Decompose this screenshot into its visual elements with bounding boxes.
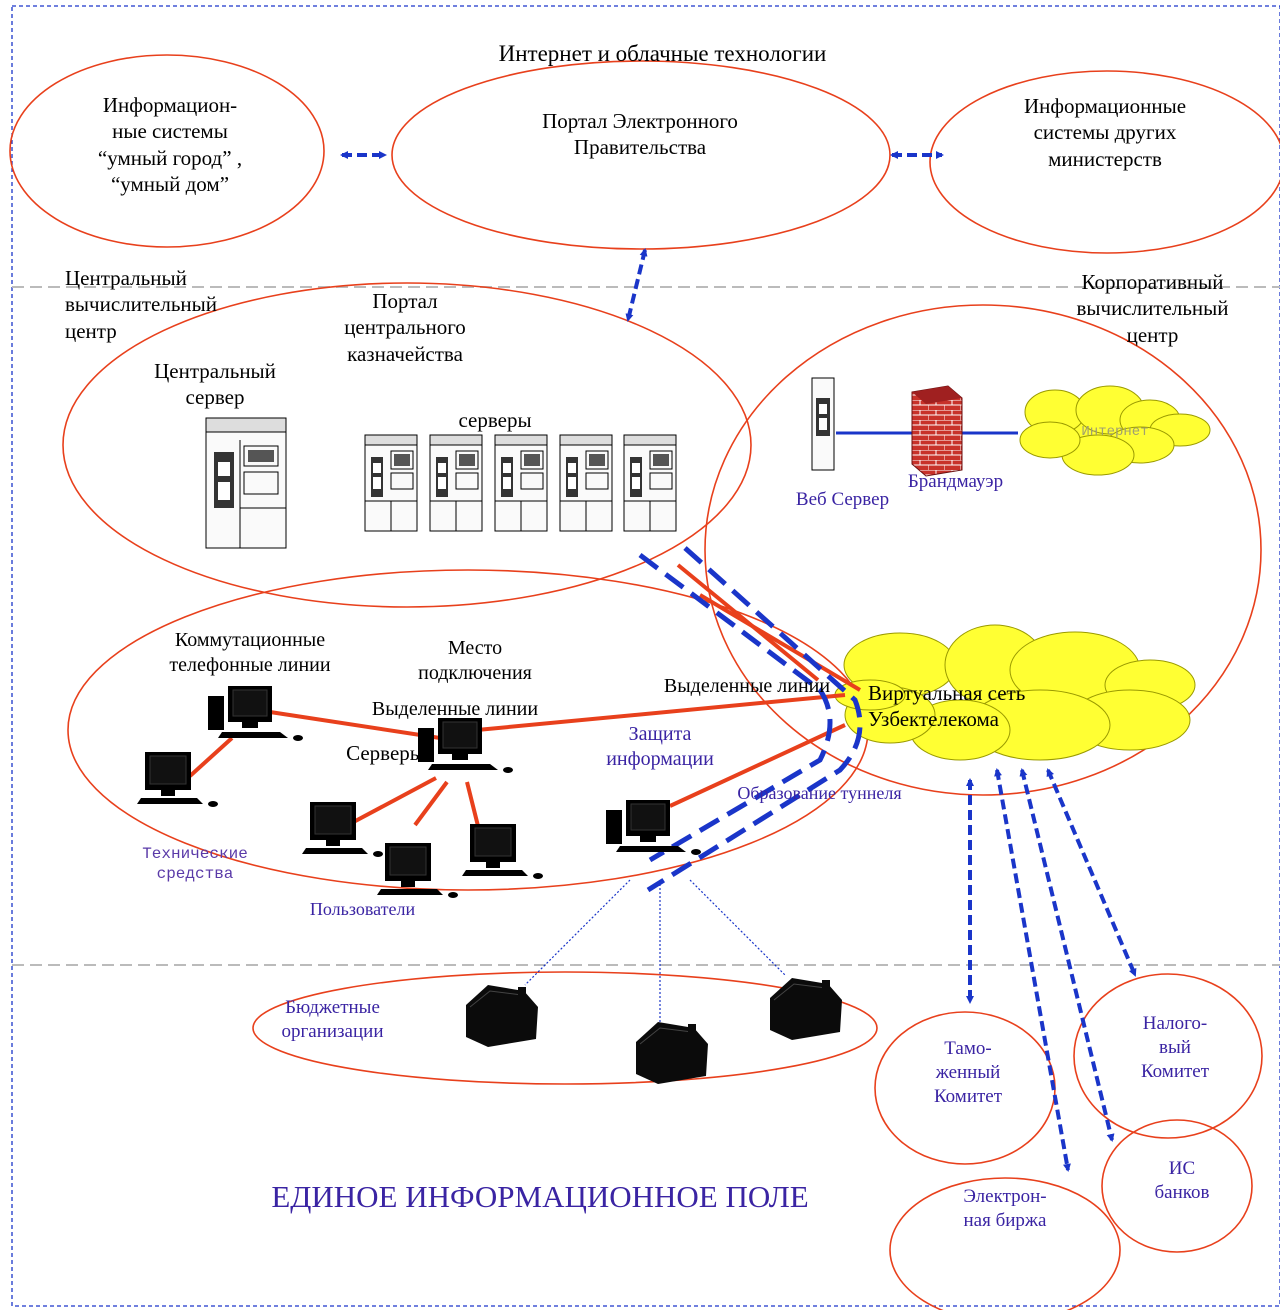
web-server-rack (811, 377, 835, 471)
banks-label: ИС банков (1154, 1158, 1210, 1203)
firewall-wall (911, 385, 963, 477)
corporate-center-ellipse (704, 304, 1262, 796)
connection-point-label: Место подключения (418, 637, 532, 684)
technical-means-label: Технические средства (142, 845, 248, 883)
servers-label: серверы (458, 408, 532, 432)
internet-cloud-title: Интернет и облачные технологии (498, 41, 827, 66)
internet-cloud-label: Интернет (1081, 424, 1149, 440)
leased-lines-right-label: Выделенные линии (663, 675, 831, 697)
leased-lines-left-label: Выделенные линии (371, 698, 539, 720)
virtual-network-label: Виртуальная сеть Узбектелекома (868, 681, 1026, 732)
vpn-tunnel (638, 546, 863, 893)
central-center-ellipse (62, 282, 752, 608)
corporate-center-label: Корпоративный вычислительный центр (1076, 270, 1229, 347)
link-vpn-banks (1019, 768, 1115, 1142)
banks-ellipse (1101, 1119, 1253, 1253)
outer-border (11, 5, 1280, 1307)
tunneling-label: Образование туннеля (737, 783, 902, 803)
exchange-label: Электрон- ная биржа (963, 1186, 1047, 1231)
link-vpn-tax (1046, 768, 1137, 977)
ministries-label: Информационные системы других министерст… (1023, 94, 1187, 171)
budget-orgs-ellipse (252, 971, 878, 1085)
exchange-ellipse (889, 1177, 1121, 1310)
tax-label: Налого- вый Комитет (1140, 1013, 1210, 1082)
unified-info-field-label: ЕДИНОЕ ИНФОРМАЦИОННОЕ ПОЛЕ (271, 1179, 809, 1214)
internet-cloud-shape (1019, 385, 1211, 476)
switched-lines-label: Коммутационные телефонные линии (169, 629, 331, 676)
egov-portal-label: Портал Электронного Правительства (542, 109, 738, 160)
central-server-label: Центральный сервер (154, 359, 276, 410)
ministries-ellipse (929, 70, 1280, 254)
virtual-network-cloud-shape (834, 624, 1196, 761)
server-racks-group (364, 434, 677, 532)
customs-label: Тамо- женный Комитет (933, 1038, 1003, 1107)
red-network-lines (188, 563, 862, 828)
link-vpn-exchange (994, 768, 1071, 1172)
web-server-label: Веб Сервер (795, 489, 890, 510)
central-server-rack (205, 417, 287, 549)
central-center-label: Центральный вычислительный центр (65, 266, 218, 343)
budget-org-links (524, 879, 786, 1040)
treasury-portal-label: Портал центрального казначейства (344, 289, 466, 366)
firewall-label: Брандмауэр (907, 471, 1004, 492)
smart-city-label: Информацион- ные системы “умный город” ,… (97, 93, 243, 196)
smart-city-ellipse (9, 54, 325, 248)
users-label: Пользователи (309, 899, 416, 919)
budget-orgs-label: Бюджетные организации (281, 997, 384, 1042)
servers-local-label: Серверы (346, 741, 424, 765)
info-protection-label: Защита информации (606, 723, 714, 770)
link-egov-treasury (625, 248, 648, 322)
